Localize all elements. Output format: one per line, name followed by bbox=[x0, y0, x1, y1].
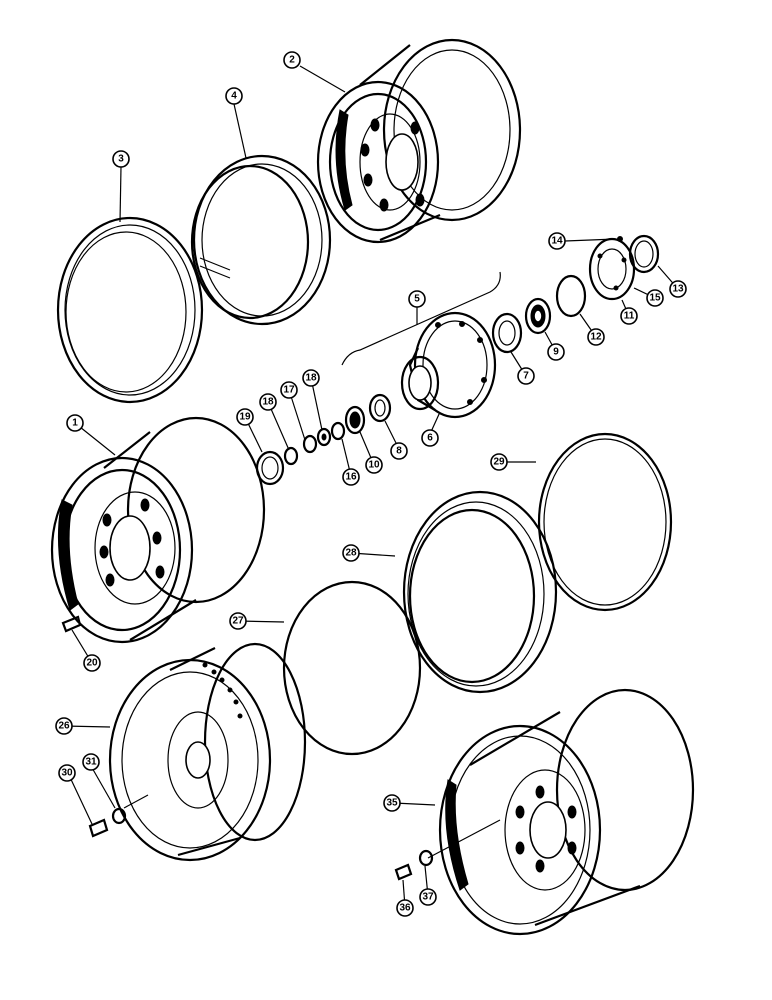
part-28-rim-band bbox=[402, 490, 558, 694]
part-36-bolt bbox=[394, 863, 413, 881]
callout-4: 4 bbox=[225, 87, 243, 105]
callout-11: 11 bbox=[620, 307, 638, 325]
part-5-bracket bbox=[341, 271, 501, 366]
callout-36-label: 36 bbox=[399, 903, 411, 914]
part-35-bolt-holes bbox=[515, 785, 577, 873]
callout-2: 2 bbox=[283, 51, 301, 69]
callout-31: 31 bbox=[82, 753, 100, 771]
callout-18-upper-label: 18 bbox=[305, 373, 317, 384]
callout-12: 12 bbox=[587, 328, 605, 346]
callout-12-label: 12 bbox=[590, 332, 602, 343]
part-26-wheel bbox=[108, 642, 307, 862]
leader-lines bbox=[63, 65, 679, 908]
part-29-ring bbox=[537, 432, 673, 612]
callout-36: 36 bbox=[396, 899, 414, 917]
callout-13-label: 13 bbox=[672, 284, 684, 295]
part-37-nut bbox=[418, 849, 434, 867]
hardware-16-19 bbox=[255, 421, 346, 486]
callout-18-upper: 18 bbox=[302, 369, 320, 387]
part-11-cap bbox=[588, 237, 636, 301]
callout-3-label: 3 bbox=[118, 154, 124, 165]
callout-16-label: 16 bbox=[345, 472, 357, 483]
part-10-bearing bbox=[344, 405, 366, 435]
callout-7-label: 7 bbox=[523, 371, 529, 382]
callout-3: 3 bbox=[112, 150, 130, 168]
callout-20-label: 20 bbox=[86, 658, 98, 669]
part-8-cup bbox=[368, 393, 392, 423]
callout-7: 7 bbox=[517, 367, 535, 385]
callout-35: 35 bbox=[383, 794, 401, 812]
callout-8: 8 bbox=[390, 442, 408, 460]
callout-9-label: 9 bbox=[553, 347, 559, 358]
callout-2-label: 2 bbox=[289, 55, 295, 66]
callout-35-label: 35 bbox=[386, 798, 398, 809]
part-2-wheel-rim bbox=[316, 38, 522, 244]
callout-27-label: 27 bbox=[232, 616, 244, 627]
part-1-bolt-holes bbox=[99, 498, 165, 587]
callout-20: 20 bbox=[83, 654, 101, 672]
callout-13: 13 bbox=[669, 280, 687, 298]
callout-11-label: 11 bbox=[624, 311, 635, 322]
callout-17-label: 17 bbox=[283, 385, 295, 396]
callout-15-label: 15 bbox=[649, 293, 661, 304]
part-27-ring bbox=[282, 580, 422, 756]
callout-26: 26 bbox=[55, 717, 73, 735]
part-9-bearing-cone bbox=[524, 297, 552, 335]
part-13-seal bbox=[628, 234, 660, 274]
callout-31-label: 31 bbox=[85, 757, 97, 768]
callout-5-label: 5 bbox=[414, 294, 420, 305]
part-1-front-wheel bbox=[50, 416, 266, 644]
callout-26-label: 26 bbox=[58, 721, 70, 732]
part-12-snap-ring bbox=[555, 274, 587, 318]
callout-19-label: 19 bbox=[239, 412, 251, 423]
callout-30: 30 bbox=[58, 764, 76, 782]
part-2-bolt-holes bbox=[360, 118, 425, 212]
callout-6: 6 bbox=[421, 429, 439, 447]
part-31-nut bbox=[111, 807, 127, 825]
callout-37: 37 bbox=[419, 888, 437, 906]
callout-28-label: 28 bbox=[345, 548, 357, 559]
part-30-bolt bbox=[88, 818, 109, 838]
callout-10: 10 bbox=[365, 456, 383, 474]
part-14-plug bbox=[617, 236, 623, 242]
callout-28: 28 bbox=[342, 544, 360, 562]
part-7-bearing-cup bbox=[491, 312, 523, 354]
callout-14-label: 14 bbox=[551, 236, 563, 247]
callout-8-label: 8 bbox=[396, 446, 402, 457]
callout-17: 17 bbox=[280, 381, 298, 399]
part-6-hub bbox=[400, 311, 497, 419]
part-35-wheel bbox=[438, 688, 695, 936]
callout-19: 19 bbox=[236, 408, 254, 426]
callout-16: 16 bbox=[342, 468, 360, 486]
callout-1-label: 1 bbox=[72, 418, 78, 429]
callout-29-label: 29 bbox=[493, 457, 505, 468]
callout-30-label: 30 bbox=[61, 768, 73, 779]
callout-4-label: 4 bbox=[231, 91, 237, 102]
part-3-ring bbox=[56, 216, 204, 404]
callout-18-lower: 18 bbox=[259, 393, 277, 411]
callout-18-lower-label: 18 bbox=[262, 397, 274, 408]
callout-6-label: 6 bbox=[427, 433, 433, 444]
part-4-split-ring bbox=[190, 154, 332, 326]
callout-37-label: 37 bbox=[422, 892, 434, 903]
callout-1: 1 bbox=[66, 414, 84, 432]
callout-27: 27 bbox=[229, 612, 247, 630]
callout-15: 15 bbox=[646, 289, 664, 307]
callout-5: 5 bbox=[408, 290, 426, 308]
callout-29: 29 bbox=[490, 453, 508, 471]
part-20-bolt bbox=[61, 615, 82, 633]
callout-9: 9 bbox=[547, 343, 565, 361]
callout-10-label: 10 bbox=[368, 460, 380, 471]
callout-14: 14 bbox=[548, 232, 566, 250]
part-26-rim-holes bbox=[202, 662, 243, 719]
